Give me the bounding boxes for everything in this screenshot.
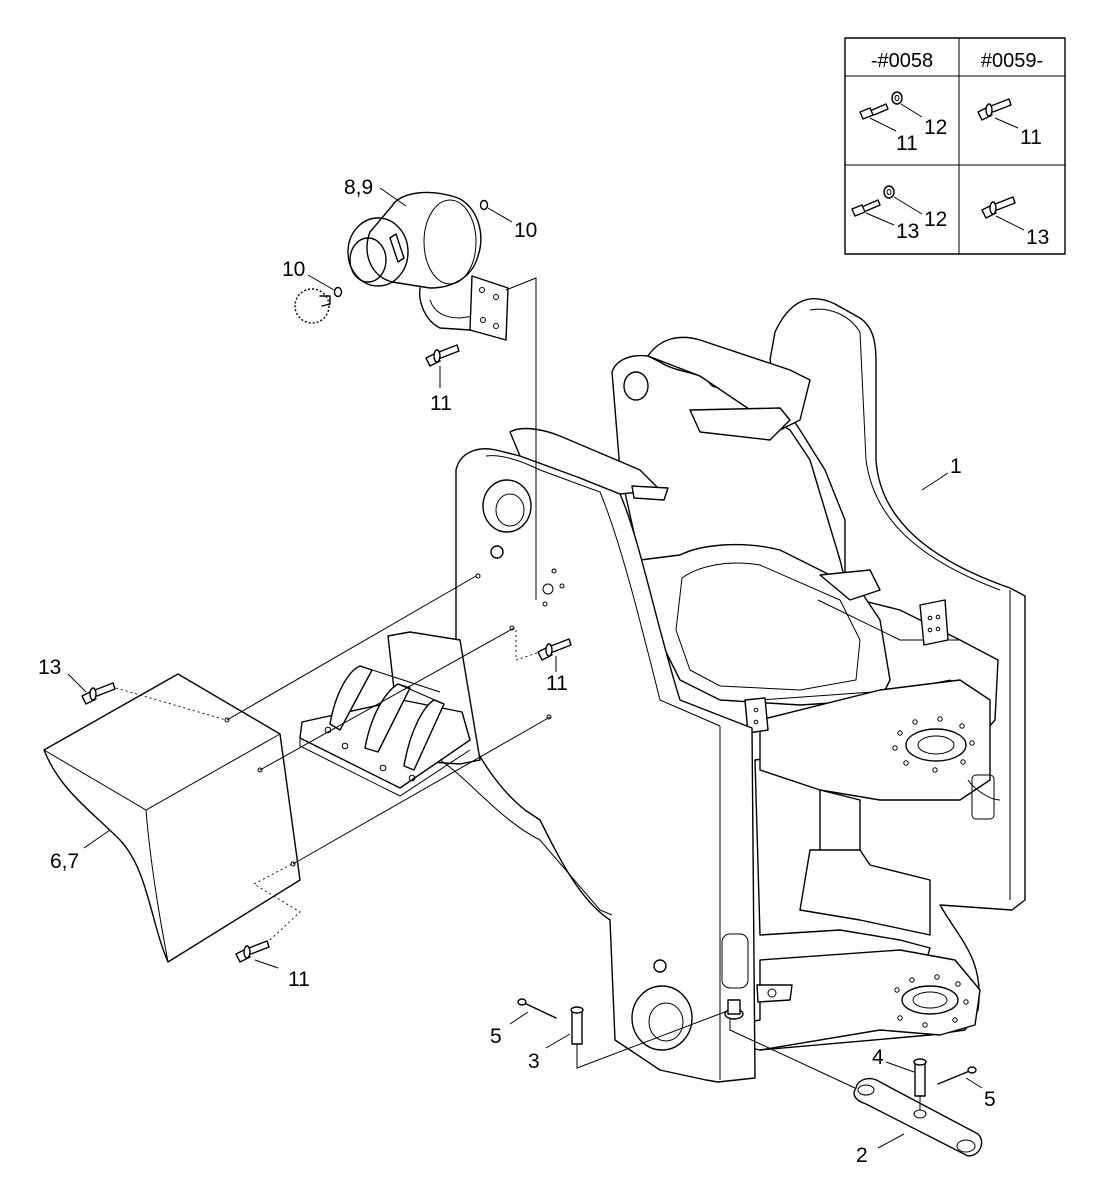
side-cover: [43, 575, 551, 963]
variant-cell-3-washer-label: 12: [924, 208, 947, 231]
flange-bolt-icon: [81, 682, 116, 705]
variant-cell-1-washer-label: 12: [924, 116, 947, 139]
cross-member: [639, 543, 891, 706]
variant-table: -#0058 #0059- 11 12 11: [844, 37, 1066, 255]
upright-bore-bottom: [631, 985, 693, 1051]
flange-bolt-icon: [981, 196, 1016, 219]
callout-washer-top: 10: [514, 219, 537, 242]
pin-front: [570, 1006, 731, 1069]
front-frame: [299, 298, 1026, 1083]
callout-bolt-frame: 11: [546, 672, 568, 695]
callout-muffler: 8,9: [344, 176, 373, 199]
flange-bolt-icon: [235, 940, 270, 963]
variant-cell-flange-bolt-late: 11: [977, 98, 1042, 149]
flange-bolt-icon: [425, 344, 460, 367]
pin-link: [913, 1058, 927, 1110]
callout-bolt-cover: 11: [288, 968, 310, 991]
variant-cell-2-bolt-label: 11: [1020, 126, 1042, 149]
muffler-bracket: [469, 275, 509, 341]
variant-cell-bolt-washer-early: 11 12: [859, 91, 947, 155]
variant-table-border: [844, 37, 1066, 255]
washer-icon: [883, 185, 895, 199]
callout-washer-left: 10: [282, 258, 305, 281]
mount-bore-upper: [905, 728, 967, 762]
callout-bolt-muffler: 11: [430, 392, 452, 415]
flange-bolt-icon: [977, 98, 1012, 121]
callout-bolt-cover-top: 13: [38, 656, 61, 679]
variant-cell-4-bolt-label: 13: [1026, 226, 1049, 249]
variant-header-early: -#0058: [871, 50, 933, 72]
callout-link: 2: [856, 1144, 868, 1167]
cover-panel: [43, 673, 301, 963]
mount-bore-lower: [901, 985, 959, 1015]
callout-pin-front: 3: [528, 1050, 540, 1073]
bolt-frame: [515, 630, 572, 661]
callout-cotter-link: 5: [984, 1088, 996, 1111]
cotter-front: [517, 998, 557, 1019]
callout-pin-link: 4: [872, 1046, 884, 1069]
bolt-cover-bottom: [235, 863, 301, 963]
washer-icon: [891, 91, 903, 105]
upright-bore-top: [482, 479, 532, 533]
callout-cotter-front: 5: [490, 1025, 502, 1048]
flange-bolt-icon: [537, 638, 572, 661]
variant-header-late: #0059-: [981, 50, 1043, 72]
rain-cap: [294, 288, 331, 324]
bolt-icon: [859, 103, 889, 120]
variant-cell-1-bolt-label: 11: [896, 132, 918, 155]
callout-frame: 1: [950, 455, 962, 478]
muffler: [294, 191, 537, 600]
washer-icon: [479, 199, 489, 211]
callout-cover: 6,7: [50, 850, 79, 873]
muffler-clamp: [347, 217, 409, 287]
callouts: 1 8,9 10 10 11 11 13 6,7 11 5 3 4 5 2: [38, 176, 996, 1167]
variant-cell-3-bolt-label: 13: [896, 220, 919, 243]
cotter-link: [937, 1066, 977, 1085]
variant-cell-flange-bolt-late-2: 13: [981, 196, 1049, 249]
link-bar: [724, 999, 983, 1157]
bolt-icon: [851, 199, 881, 217]
bolt-cover-top: [81, 682, 227, 721]
variant-cell-bolt-washer-early-2: 13 12: [851, 185, 947, 243]
washer-icon: [333, 286, 343, 298]
